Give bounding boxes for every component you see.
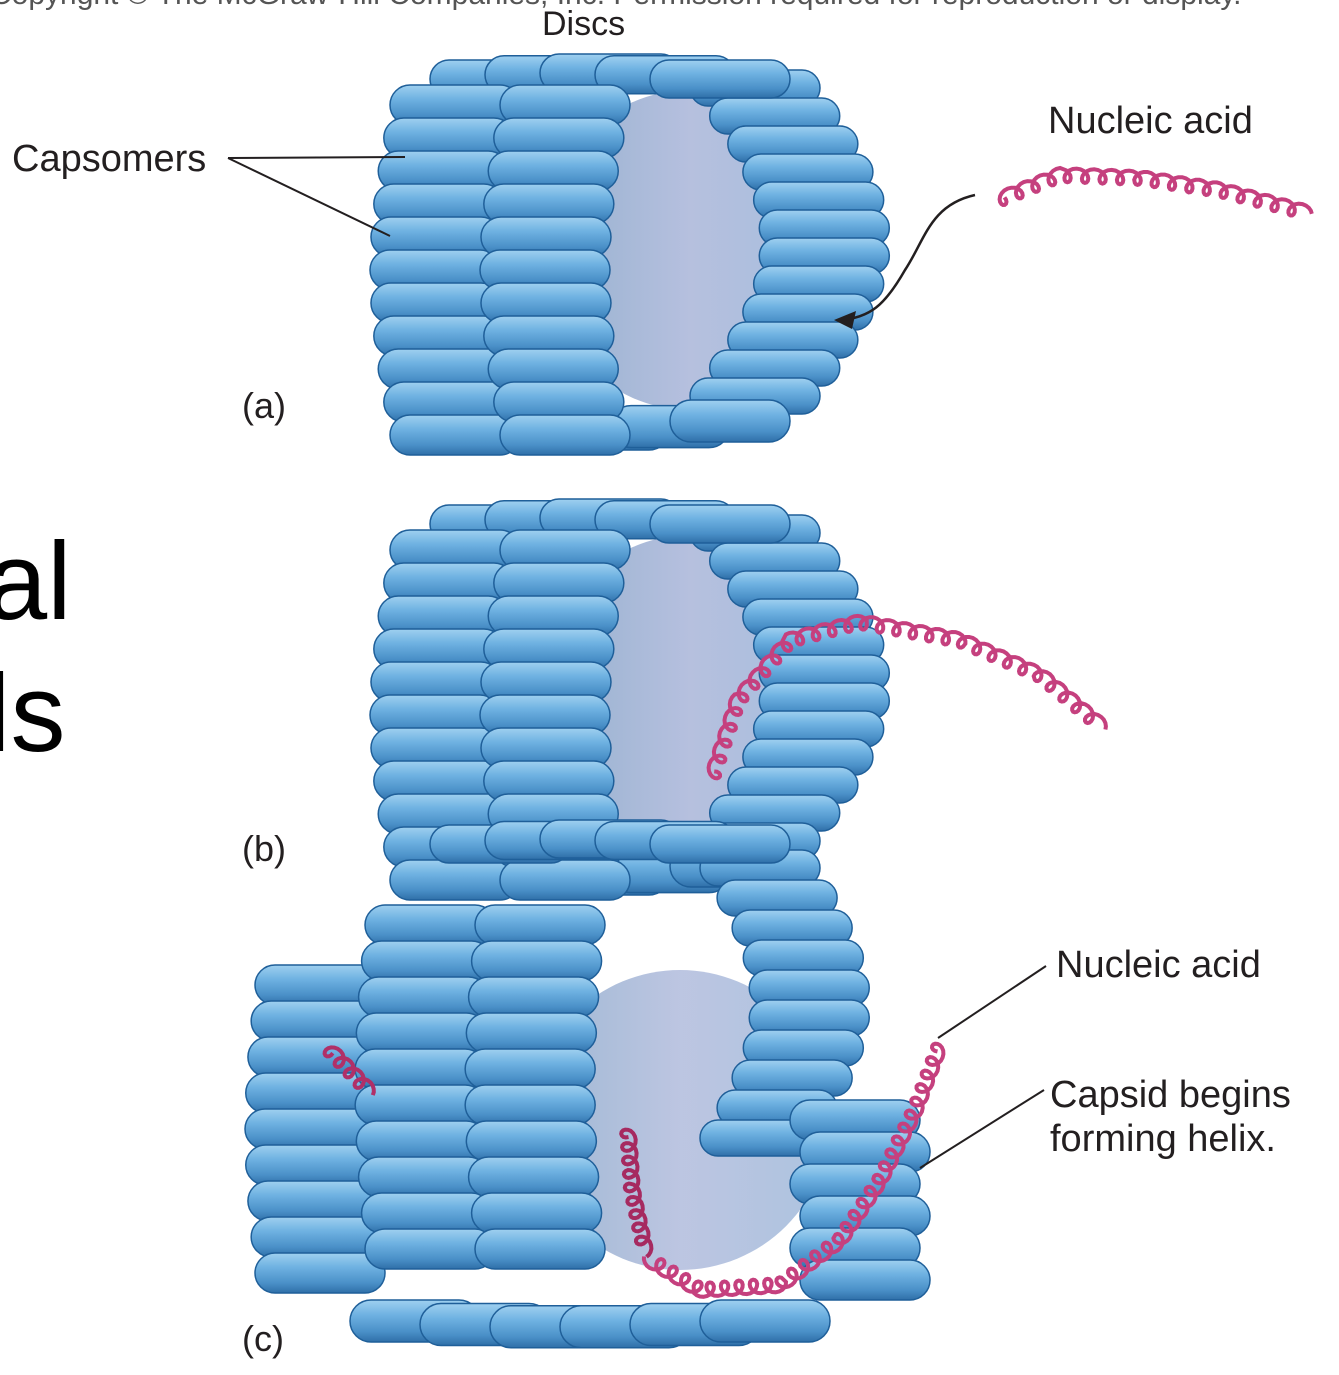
capsomer-front <box>465 1085 595 1125</box>
capsomer-front <box>469 1157 599 1197</box>
capsomer-front <box>475 1229 605 1269</box>
capsomer-bottom <box>700 1300 830 1342</box>
capsomer-top <box>650 60 790 98</box>
disc-a <box>370 54 889 455</box>
capsomer-top <box>650 825 790 863</box>
capsomer-front <box>255 1253 385 1293</box>
capsomer-front <box>500 415 630 455</box>
capsomer-front <box>475 905 605 945</box>
capsomer-front <box>472 941 602 981</box>
capsomer-front <box>251 1217 381 1257</box>
capsid-label-line1: Capsid begins <box>1050 1074 1291 1117</box>
capsomer-bottom <box>670 400 790 442</box>
capsid-leader-line <box>920 1090 1044 1168</box>
nucleic-acid-label-c: Nucleic acid <box>1056 944 1261 987</box>
capsomer-front <box>465 1049 595 1089</box>
nucleic-acid-c-leader-line <box>938 966 1046 1038</box>
capsomer-front <box>246 1145 376 1185</box>
capsomer-front <box>500 860 630 900</box>
capsomer-front <box>466 1013 596 1053</box>
capsid-label-line2: forming helix. <box>1050 1118 1276 1161</box>
panel-label-b: (b) <box>242 828 286 870</box>
panel-label-c: (c) <box>242 1318 284 1360</box>
panel-label-a: (a) <box>242 385 286 427</box>
capsomer-front <box>472 1193 602 1233</box>
capsomer-front <box>245 1109 375 1149</box>
capsomers-label: Capsomers <box>12 138 206 181</box>
capsomer-top <box>650 505 790 543</box>
nucleic-acid-strand-a <box>1000 168 1312 216</box>
capsomer-front <box>469 977 599 1017</box>
capsomer-front <box>248 1181 378 1221</box>
nucleic-acid-label-a: Nucleic acid <box>1048 100 1253 143</box>
capsomer-front <box>466 1121 596 1161</box>
capsomer-helix <box>800 1260 930 1300</box>
